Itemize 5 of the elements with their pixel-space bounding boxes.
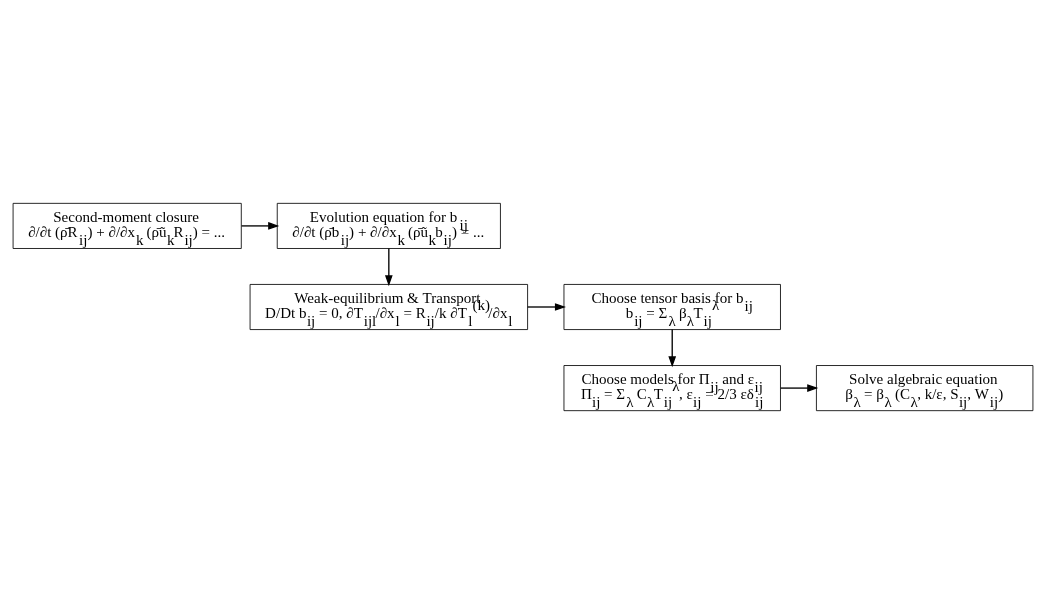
- arrow: [240, 221, 280, 230]
- arrow: [526, 302, 566, 311]
- arrow: [668, 328, 677, 367]
- arrow: [780, 383, 819, 392]
- arrow: [384, 247, 393, 286]
